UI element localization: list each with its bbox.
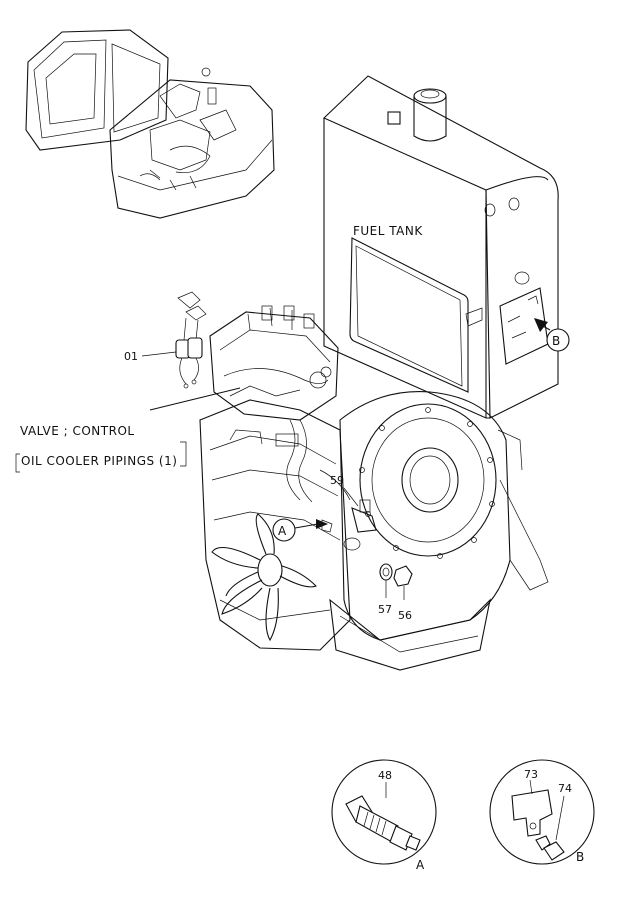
cooling-fan [211, 513, 317, 642]
engine-illustration [199, 391, 549, 671]
view-a-marker-label: A [278, 524, 287, 538]
detail-view-b: 73 74 B [489, 759, 595, 865]
fuel-tank-label: FUEL TANK [353, 224, 423, 238]
valve-control-label: VALVE ; CONTROL [20, 424, 135, 438]
callout-74: 74 [558, 782, 572, 795]
view-b-marker-label: B [552, 334, 561, 348]
view-a-marker: A [272, 518, 328, 542]
oil-cooler-pipings-label: OIL COOLER PIPINGS (1) [21, 454, 177, 468]
fuel-tank-illustration [323, 75, 559, 419]
control-valve-illustration [209, 305, 339, 421]
view-b-marker: B [534, 318, 570, 352]
detail-b-label: B [576, 850, 585, 864]
excavator-overview [25, 29, 275, 219]
callout-57: 57 [378, 603, 392, 616]
detail-view-a: 48 A [331, 759, 437, 872]
callout-59: 59 [330, 474, 344, 487]
callout-73: 73 [524, 768, 538, 781]
valve-leader-line [149, 387, 241, 411]
callout-01: 01 [124, 350, 138, 363]
detail-a-label: A [416, 858, 425, 872]
pressure-switch-parts [175, 291, 207, 389]
flywheel-bolt-holes [359, 407, 495, 559]
callout-48: 48 [378, 769, 392, 782]
callout-56: 56 [398, 609, 412, 622]
